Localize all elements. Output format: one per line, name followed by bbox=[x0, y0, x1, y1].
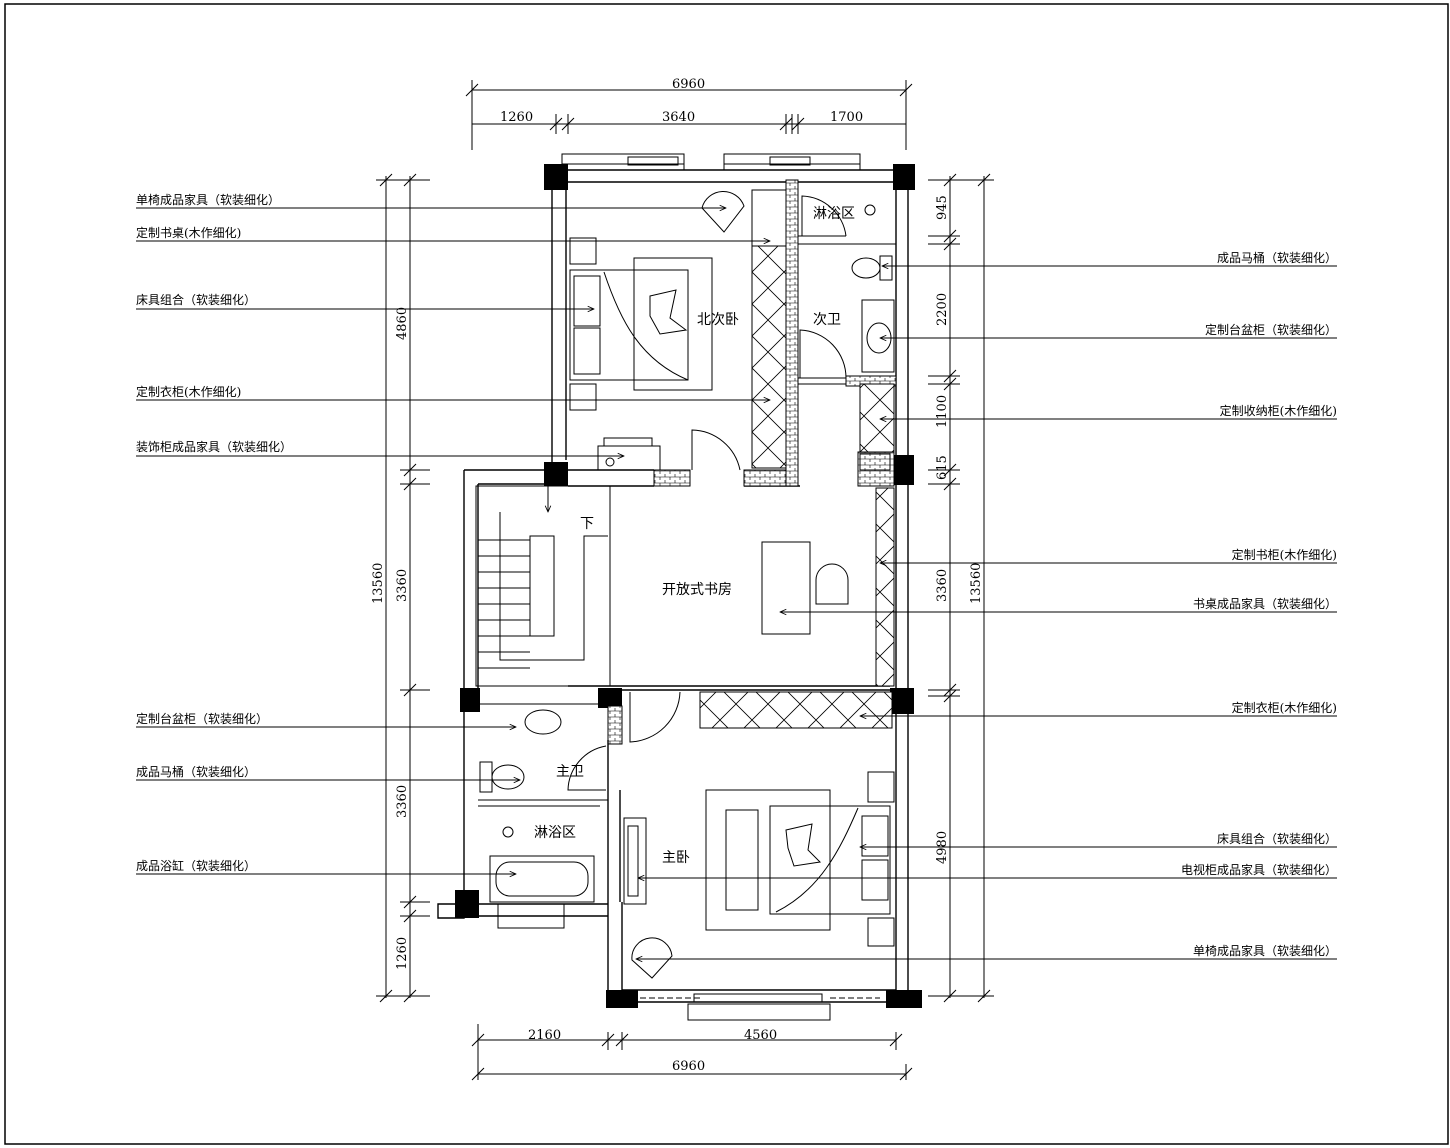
dim-right-seg-3: 1100 bbox=[935, 395, 950, 428]
annotation-right: 床具组合（软装细化） bbox=[1217, 831, 1337, 846]
stair-direction-label: 下 bbox=[580, 516, 594, 532]
dim-top-seg-3: 1700 bbox=[830, 110, 863, 125]
annotation-left: 成品马桶（软装细化） bbox=[136, 764, 256, 779]
annotation-right: 定制收纳柜(木作细化) bbox=[1220, 403, 1337, 418]
north-bedroom-furniture bbox=[569, 189, 787, 471]
annotation-right: 书桌成品家具（软装细化） bbox=[1193, 596, 1337, 611]
north-windows bbox=[561, 153, 861, 170]
room-label-second-bath: 次卫 bbox=[813, 312, 841, 328]
annotation-right: 定制衣柜(木作细化) bbox=[1232, 700, 1337, 715]
dim-bottom-seg-2: 4560 bbox=[744, 1028, 777, 1043]
dimension-lines bbox=[376, 80, 994, 1081]
annotation-left: 装饰柜成品家具（软装细化） bbox=[136, 439, 292, 454]
leader-lines bbox=[136, 208, 1337, 959]
room-label-master-bedroom: 主卧 bbox=[662, 850, 690, 866]
annotation-left: 定制书桌(木作细化) bbox=[136, 225, 241, 240]
annotation-left: 床具组合（软装细化） bbox=[136, 292, 256, 307]
stair bbox=[475, 485, 611, 687]
dim-right-seg-2: 2200 bbox=[935, 293, 950, 326]
annotation-right: 成品马桶（软装细化） bbox=[1217, 250, 1337, 265]
room-labels: 北次卧 淋浴区 次卫 开放式书房 下 主卫 淋浴区 主卧 bbox=[534, 206, 855, 866]
room-label-master-bath: 主卫 bbox=[556, 764, 584, 780]
dim-left-seg-2: 3360 bbox=[395, 569, 410, 602]
room-label-open-study: 开放式书房 bbox=[662, 582, 732, 598]
annotation-left: 成品浴缸（软装细化） bbox=[136, 858, 256, 873]
room-label-shower-north: 淋浴区 bbox=[813, 206, 855, 222]
south-window bbox=[640, 993, 880, 1021]
interior-walls bbox=[478, 179, 897, 902]
bath-window bbox=[497, 903, 565, 929]
dim-top-seg-1: 1260 bbox=[500, 110, 533, 125]
dim-right-seg-6: 4980 bbox=[935, 831, 950, 864]
dim-top-seg-2: 3640 bbox=[662, 110, 695, 125]
annotation-left: 定制台盆柜（软装细化） bbox=[136, 711, 268, 726]
north-bath-fixtures bbox=[851, 204, 895, 471]
dim-bottom-seg-1: 2160 bbox=[528, 1028, 561, 1043]
dim-right-seg-4: 615 bbox=[935, 455, 950, 480]
room-label-shower-south: 淋浴区 bbox=[534, 825, 576, 841]
annotation-right: 定制书柜(木作细化) bbox=[1232, 547, 1337, 562]
dim-left-seg-4: 1260 bbox=[395, 937, 410, 970]
drawing-frame bbox=[4, 3, 1449, 1145]
annotation-right: 单椅成品家具（软装细化） bbox=[1193, 943, 1337, 958]
dim-right-seg-5: 3360 bbox=[935, 569, 950, 602]
dim-left-seg-3: 3360 bbox=[395, 785, 410, 818]
annotation-right: 电视柜成品家具（软装细化） bbox=[1181, 862, 1337, 877]
annotation-left: 单椅成品家具（软装细化） bbox=[136, 192, 280, 207]
study-furniture bbox=[761, 541, 849, 635]
room-label-north-bedroom: 北次卧 bbox=[697, 312, 739, 328]
dim-right-total: 13560 bbox=[969, 563, 984, 604]
dim-bottom-total: 6960 bbox=[672, 1059, 705, 1074]
structural-columns bbox=[455, 164, 922, 1008]
annotations-right: 成品马桶（软装细化） 定制台盆柜（软装细化） 定制收纳柜(木作细化) 定制书柜(… bbox=[1181, 250, 1337, 958]
annotation-left: 定制衣柜(木作细化) bbox=[136, 384, 241, 399]
dim-left-total: 13560 bbox=[371, 563, 386, 604]
dimension-texts: 6960 1260 3640 1700 2160 4560 6960 13560… bbox=[371, 77, 984, 1074]
master-bedroom-furniture bbox=[623, 771, 895, 979]
annotations-left: 单椅成品家具（软装细化） 定制书桌(木作细化) 床具组合（软装细化） 定制衣柜(… bbox=[136, 192, 292, 873]
dim-top-total: 6960 bbox=[672, 77, 705, 92]
door-swings bbox=[567, 195, 847, 791]
master-bath-fixtures bbox=[479, 709, 595, 903]
annotation-right: 定制台盆柜（软装细化） bbox=[1205, 322, 1337, 337]
dim-right-seg-1: 945 bbox=[935, 195, 950, 220]
exterior-walls bbox=[437, 169, 909, 1003]
dim-left-seg-1: 4860 bbox=[395, 307, 410, 340]
